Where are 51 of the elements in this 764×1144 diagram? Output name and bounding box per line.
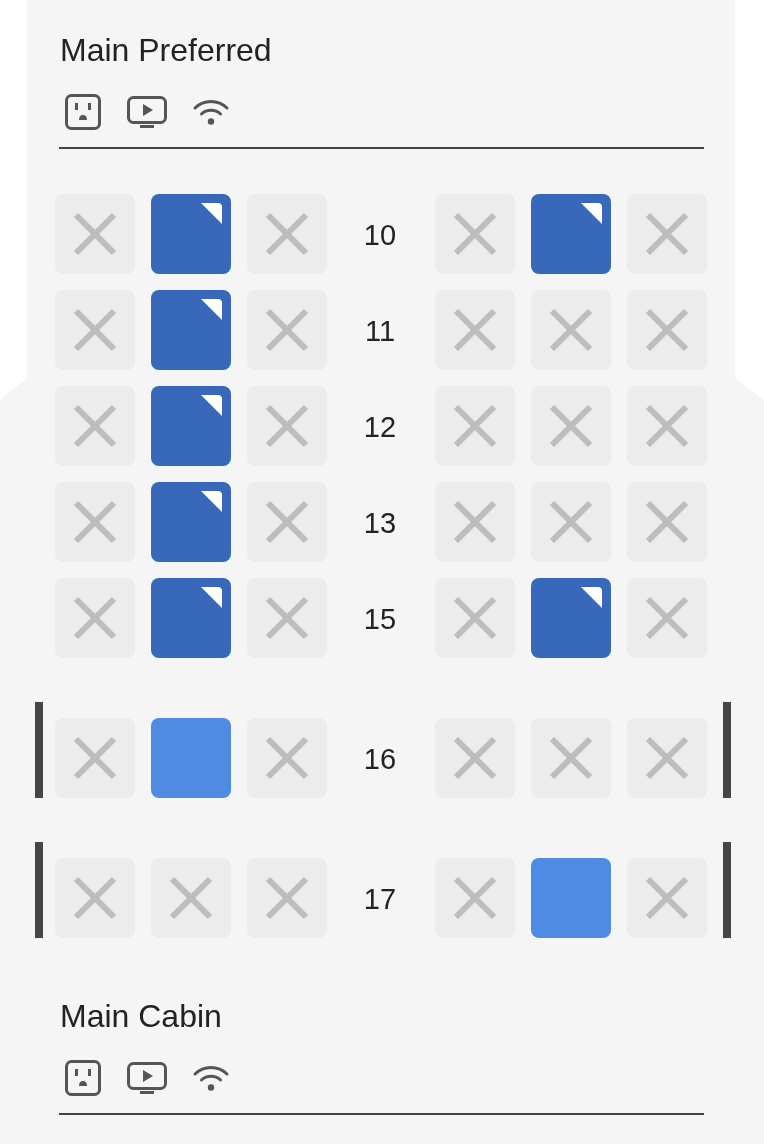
unavailable-seat <box>151 858 231 938</box>
unavailable-seat <box>435 578 515 658</box>
section-heading: Main Preferred <box>60 34 272 66</box>
unavailable-seat <box>55 858 135 938</box>
unavailable-seat <box>247 290 327 370</box>
row-number: 15 <box>363 604 397 634</box>
unavailable-seat <box>531 386 611 466</box>
unavailable-seat <box>55 386 135 466</box>
section-heading: Main Cabin <box>60 1000 222 1032</box>
unavailable-seat <box>627 290 707 370</box>
unavailable-seat <box>247 718 327 798</box>
preferred-seat <box>531 194 611 274</box>
unavailable-seat <box>435 194 515 274</box>
unavailable-seat <box>247 858 327 938</box>
unavailable-seat <box>435 718 515 798</box>
unavailable-seat <box>55 482 135 562</box>
preferred-seat <box>151 194 231 274</box>
unavailable-seat <box>627 482 707 562</box>
preferred-seat <box>151 578 231 658</box>
unavailable-seat <box>247 386 327 466</box>
preferred-seat <box>151 482 231 562</box>
preferred-seat <box>151 386 231 466</box>
preferred-seat <box>531 578 611 658</box>
preferred-seat <box>151 290 231 370</box>
unavailable-seat <box>531 718 611 798</box>
unavailable-seat <box>531 290 611 370</box>
unavailable-seat <box>247 194 327 274</box>
unavailable-seat <box>627 578 707 658</box>
unavailable-seat <box>627 386 707 466</box>
available-seat <box>531 858 611 938</box>
unavailable-seat <box>627 718 707 798</box>
unavailable-seat <box>435 290 515 370</box>
unavailable-seat <box>247 482 327 562</box>
row-number: 11 <box>364 316 396 346</box>
unavailable-seat <box>55 290 135 370</box>
unavailable-seat <box>627 858 707 938</box>
unavailable-seat <box>531 482 611 562</box>
unavailable-seat <box>435 386 515 466</box>
row-number: 17 <box>363 884 397 914</box>
unavailable-seat <box>435 858 515 938</box>
row-number: 12 <box>363 412 397 442</box>
row-number: 16 <box>363 744 397 774</box>
row-number: 10 <box>363 220 397 250</box>
unavailable-seat <box>247 578 327 658</box>
unavailable-seat <box>55 578 135 658</box>
unavailable-seat <box>55 718 135 798</box>
available-seat <box>151 718 231 798</box>
unavailable-seat <box>435 482 515 562</box>
row-number: 13 <box>363 508 397 538</box>
unavailable-seat <box>55 194 135 274</box>
unavailable-seat <box>627 194 707 274</box>
